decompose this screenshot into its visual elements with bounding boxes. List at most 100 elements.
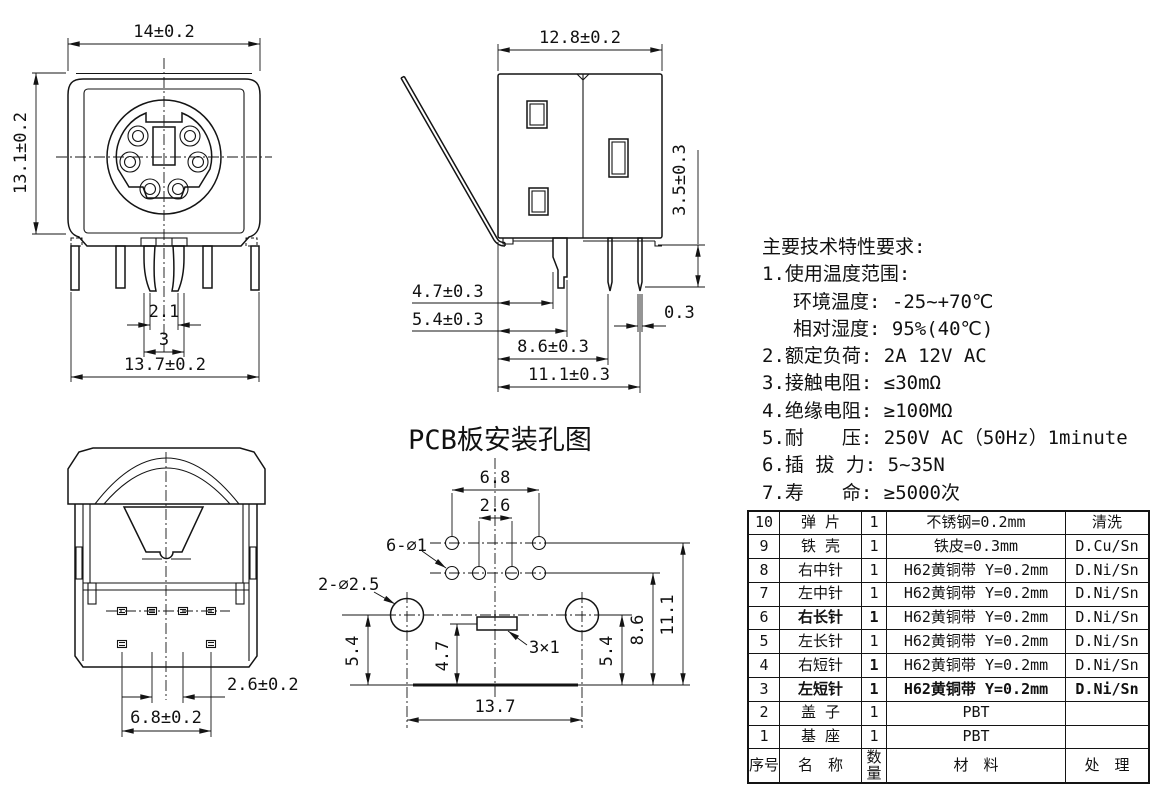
bom-material: 铁皮=0.3mm <box>886 534 1066 560</box>
bom-qty: 1 <box>861 534 887 560</box>
pcb-label-slot: 3×1 <box>529 638 560 658</box>
bom-qty: 1 <box>861 653 887 679</box>
bom-name: 盖 子 <box>779 700 862 726</box>
spec-line: 5.耐 压: 250V AC（50Hz）1minute <box>762 427 1128 450</box>
pcb-dim-slot-height: 4.7 <box>433 641 453 672</box>
bom-qty: 1 <box>861 629 887 655</box>
bom-process: D.Ni/Sn <box>1065 653 1150 679</box>
front-view-legs <box>70 245 260 292</box>
side-view-drawing: 12.8±0.2 3.5±0.3 4.7±0.3 5.4±0.3 0.3 8.6… <box>400 28 705 393</box>
bom-header-no: 序号 <box>747 748 780 784</box>
front-dim-prong-pitch: 3 <box>159 330 169 350</box>
side-pin-2 <box>637 237 643 292</box>
bom-name: 右短针 <box>779 653 862 679</box>
side-dim-pin-width: 0.3 <box>664 303 695 323</box>
bom-name: 基 座 <box>779 724 862 750</box>
tech-specs-block: 主要技术特性要求: 1.使用温度范围: 环境温度: -25~+70℃ 相对湿度:… <box>762 234 1150 507</box>
table-row: 7 左中针 1 H62黄铜带 Y=0.2mm D.Ni/Sn <box>747 581 1150 607</box>
bottom-dim-outer-pitch: 6.8±0.2 <box>130 708 202 728</box>
bom-process <box>1065 724 1150 750</box>
bom-material: 不锈钢=0.2mm <box>886 510 1066 536</box>
bom-name: 左长针 <box>779 629 862 655</box>
bom-no: 4 <box>747 653 780 679</box>
pcb-dim-inner-pitch: 2.6 <box>480 496 511 516</box>
pcb-label-big-holes: 2-∅2.5 <box>318 575 379 595</box>
spec-line: 6.插 拔 力: 5~35N <box>762 454 945 477</box>
bom-material: PBT <box>886 724 1066 750</box>
bom-qty: 1 <box>861 581 887 607</box>
pcb-dim-row2-height: 8.6 <box>628 615 648 646</box>
bom-name: 铁 壳 <box>779 534 862 560</box>
spec-line: 环境温度: -25~+70℃ <box>793 290 994 313</box>
pcb-dim-right-height: 5.4 <box>597 636 617 667</box>
bom-qty: 1 <box>861 605 887 631</box>
bom-no: 2 <box>747 700 780 726</box>
bom-no: 8 <box>747 558 780 583</box>
bom-material: H62黄铜带 Y=0.2mm <box>886 653 1066 679</box>
spec-line: 7.寿 命: ≥5000次 <box>762 481 960 504</box>
bottom-dim-inner-pitch: 2.6±0.2 <box>227 675 299 695</box>
side-dim-pin2-offset: 11.1±0.3 <box>528 365 610 385</box>
din-shield-outline <box>115 111 213 199</box>
front-view-drawing: 14±0.2 13.1±0.2 2.1 3 13.7±0.2 <box>11 22 272 382</box>
bom-no: 10 <box>747 510 780 536</box>
bom-qty: 1 <box>861 558 887 583</box>
bom-process: D.Cu/Sn <box>1065 534 1150 560</box>
pcb-dim-left-height: 5.4 <box>343 636 363 667</box>
table-row: 5 左长针 1 H62黄铜带 Y=0.2mm D.Ni/Sn <box>747 629 1150 655</box>
spec-line: 1.使用温度范围: <box>762 263 911 286</box>
bom-header-process: 处 理 <box>1065 748 1150 784</box>
side-dim-width-top: 12.8±0.2 <box>539 28 621 48</box>
bom-name: 右中针 <box>779 558 862 583</box>
bottom-view-pins <box>116 606 217 649</box>
table-row: 2 盖 子 1 PBT <box>747 700 1150 726</box>
pcb-layout-title: PCB板安装孔图 <box>408 425 592 456</box>
table-row: 10 弹 片 1 不锈钢=0.2mm 清洗 <box>747 510 1150 536</box>
bom-process: D.Ni/Sn <box>1065 581 1150 607</box>
bom-material: H62黄铜带 Y=0.2mm <box>886 605 1066 631</box>
table-row: 8 右中针 1 H62黄铜带 Y=0.2mm D.Ni/Sn <box>747 558 1150 583</box>
bom-no: 6 <box>747 605 780 631</box>
side-pin-1 <box>607 237 613 292</box>
bom-material: PBT <box>886 700 1066 726</box>
ground-lever <box>400 75 506 247</box>
bom-no: 7 <box>747 581 780 607</box>
slot-3x1 <box>476 616 518 631</box>
table-row: 9 铁 壳 1 铁皮=0.3mm D.Cu/Sn <box>747 534 1150 560</box>
bom-qty: 1 <box>861 724 887 750</box>
table-header-row: 序号 名 称 数量 材 料 处 理 <box>747 748 1150 784</box>
pcb-dim-top-pitch: 6.8 <box>480 468 511 488</box>
din-barrel-outline <box>106 99 222 215</box>
front-dim-width-top: 14±0.2 <box>133 22 194 42</box>
bom-process: D.Ni/Sn <box>1065 677 1150 702</box>
pcb-hole-layout-drawing: PCB板安装孔图 6.8 2.6 6-∅1 2 <box>318 425 690 728</box>
bom-process: 清洗 <box>1065 510 1150 536</box>
spec-line: 4.绝缘电阻: ≥100MΩ <box>762 399 953 422</box>
pin-holes <box>119 125 209 200</box>
bom-header-material: 材 料 <box>886 748 1066 784</box>
bom-name: 弹 片 <box>779 510 862 536</box>
shield-tab <box>552 237 568 289</box>
front-dim-width-bottom: 13.7±0.2 <box>124 355 206 375</box>
tech-specs-title: 主要技术特性要求: <box>762 236 926 258</box>
side-dim-pin-length: 3.5±0.3 <box>670 144 690 216</box>
table-row: 6 右长针 1 H62黄铜带 Y=0.2mm D.Ni/Sn <box>747 605 1150 631</box>
bom-process <box>1065 700 1150 726</box>
pcb-label-small-holes: 6-∅1 <box>386 536 427 556</box>
table-row: 1 基 座 1 PBT <box>747 724 1150 750</box>
spec-line: 3.接触电阻: ≤30mΩ <box>762 372 941 395</box>
bom-material: H62黄铜带 Y=0.2mm <box>886 581 1066 607</box>
bottom-view-drawing: 2.6±0.2 6.8±0.2 <box>67 447 299 737</box>
pcb-dim-row1-height: 11.1 <box>658 595 678 636</box>
spec-line: 相对湿度: 95%(40℃) <box>793 317 994 340</box>
side-dim-tab-offset: 4.7±0.3 <box>412 282 484 302</box>
bom-qty: 1 <box>861 510 887 536</box>
bom-no: 9 <box>747 534 780 560</box>
bom-name: 左中针 <box>779 581 862 607</box>
bom-material: H62黄铜带 Y=0.2mm <box>886 677 1066 702</box>
bom-material: H62黄铜带 Y=0.2mm <box>886 629 1066 655</box>
key-slot <box>152 126 176 166</box>
bom-header-qty: 数量 <box>861 748 887 784</box>
table-row: 3 左短针 1 H62黄铜带 Y=0.2mm D.Ni/Sn <box>747 677 1150 702</box>
